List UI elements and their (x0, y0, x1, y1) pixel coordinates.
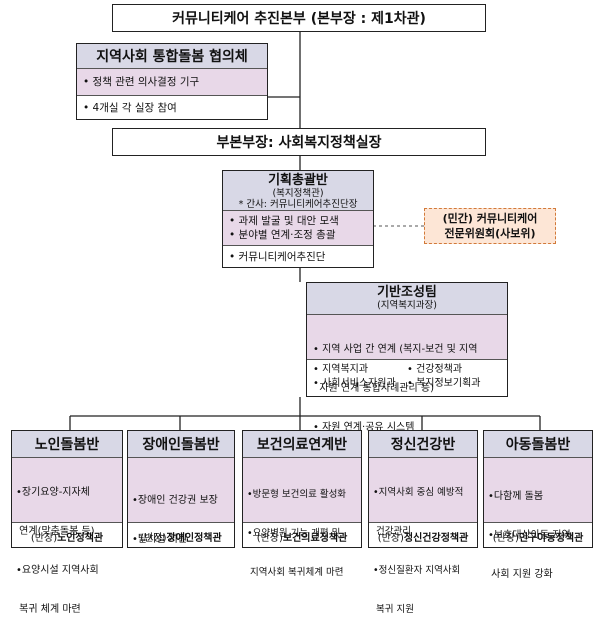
team-item: •보호대상아동 지역 (488, 530, 571, 541)
team-title: 아동돌봄반 (484, 431, 592, 458)
team-lead: 인구아동정책관 (518, 532, 584, 544)
team-lead: 보건의료정책관 (282, 532, 348, 544)
team-item: •지역사회 중심 예방적 (373, 487, 464, 498)
foundation-unit: • 복지정보기획과 (407, 378, 481, 389)
team-title: 보건의료연계반 (243, 431, 361, 458)
council-title: 지역사회 통합돌봄 협의체 (77, 44, 267, 69)
deputy-box: 부본부장: 사회복지정책실장 (112, 128, 486, 156)
team-lead: 정신건강정책관 (403, 532, 469, 544)
team-lead-prefix: (반장) (492, 532, 519, 544)
foundation-subtitle: (지역복지과장) (377, 300, 437, 311)
team-item: 복귀 지원 (373, 604, 414, 615)
team-item: 연계(맞춤돌봄 등) (16, 526, 95, 537)
team-lead: 장애인정책관 (166, 532, 222, 544)
team-lead: 노인정책관 (57, 532, 104, 544)
connector-lines (69, 32, 541, 430)
team-title: 정신건강반 (369, 431, 477, 458)
planning-title: 기획총괄반 (268, 173, 328, 188)
team-box-child: 아동돌봄반 •다함께 돌봄 •보호대상아동 지역 사회 지원 강화 (반장) 인… (483, 430, 593, 580)
foundation-unit: • 지역복지과 (313, 364, 369, 375)
team-item: 지역사회 복귀체계 마련 (247, 567, 344, 578)
headquarters-box: 커뮤니티케어 추진본부 (본부장 : 제1차관) (112, 4, 486, 32)
council-item: • 정책 관련 의사결정 기구 (77, 69, 267, 95)
team-item: •요양시설 지역사회 (16, 565, 99, 576)
advisory-line1: (민간) 커뮤니티케어 (442, 212, 538, 225)
team-item: 사회 지원 강화 (488, 569, 553, 580)
team-title: 노인돌봄반 (12, 431, 122, 458)
team-box-mental: 정신건강반 •지역사회 중심 예방적 건강관리 •정신질환자 지역사회 복귀 지… (368, 430, 478, 615)
foundation-unit: • 사회서비스자원과 (313, 378, 396, 389)
team-item: 복귀 체계 마련 (16, 604, 81, 615)
team-title: 장애인돌봄반 (128, 431, 234, 458)
team-lead-prefix: (반장) (377, 532, 404, 544)
council-item: • 4개실 각 실장 참여 (77, 95, 267, 120)
foundation-unit: • 건강정책과 (407, 364, 463, 375)
planning-secretary: * 간사: 커뮤니티케어추진단장 (238, 199, 358, 210)
planning-task: • 과제 발굴 및 대안 모색 (229, 215, 339, 227)
planning-subtitle: (복지정책관) (272, 188, 324, 199)
advisory-line2: 전문위원회(사보위) (444, 227, 536, 240)
team-item: •방문형 보건의료 활성화 (247, 489, 347, 500)
team-item: •탈시설 지원 (132, 534, 188, 545)
team-item: 건강관리 (373, 526, 411, 537)
foundation-box: 기반조성팀 (지역복지과장) • 지역 사업 간 연계 (복지-보건 및 지역 … (306, 282, 508, 433)
team-item: •장기요양-지자체 (16, 487, 90, 498)
team-item: •요양병원 기능 개편 및 (247, 528, 341, 539)
foundation-task: 자원 연계 통합사례관리 등) (313, 383, 434, 394)
team-box-health: 보건의료연계반 •방문형 보건의료 활성화 •요양병원 기능 개편 및 지역사회… (242, 430, 362, 578)
planning-unit: • 커뮤니티케어추진단 (223, 245, 373, 268)
council-box: 지역사회 통합돌봄 협의체 • 정책 관련 의사결정 기구 • 4개실 각 실장… (76, 43, 268, 120)
deputy-title: 부본부장: 사회복지정책실장 (216, 135, 382, 151)
team-lead-prefix: (반장) (140, 532, 167, 544)
foundation-task: • 자원 연계·공유 시스템 (313, 422, 415, 433)
team-item: •정신질환자 지역사회 (373, 565, 461, 576)
headquarters-title: 커뮤니티케어 추진본부 (본부장 : 제1차관) (172, 11, 426, 27)
team-item: •다함께 돌봄 (488, 491, 544, 502)
team-item: •장애인 건강권 보장 (132, 495, 218, 506)
foundation-task: • 지역 사업 간 연계 (복지-보건 및 지역 (313, 344, 478, 355)
team-box-elderly: 노인돌봄반 •장기요양-지자체 연계(맞춤돌봄 등) •요양시설 지역사회 복귀… (11, 430, 123, 615)
planning-box: 기획총괄반 (복지정책관) * 간사: 커뮤니티케어추진단장 • 과제 발굴 및… (222, 170, 374, 268)
advisory-box: (민간) 커뮤니티케어 전문위원회(사보위) (424, 208, 556, 244)
foundation-title: 기반조성팀 (377, 285, 437, 300)
team-box-disability: 장애인돌봄반 •장애인 건강권 보장 •탈시설 지원 (반장) 장애인정책관 (127, 430, 235, 548)
team-lead-prefix: (반장) (30, 532, 58, 544)
team-lead-prefix: (반장) (256, 532, 283, 544)
planning-task: • 분야별 연계·조정 총괄 (229, 229, 336, 241)
